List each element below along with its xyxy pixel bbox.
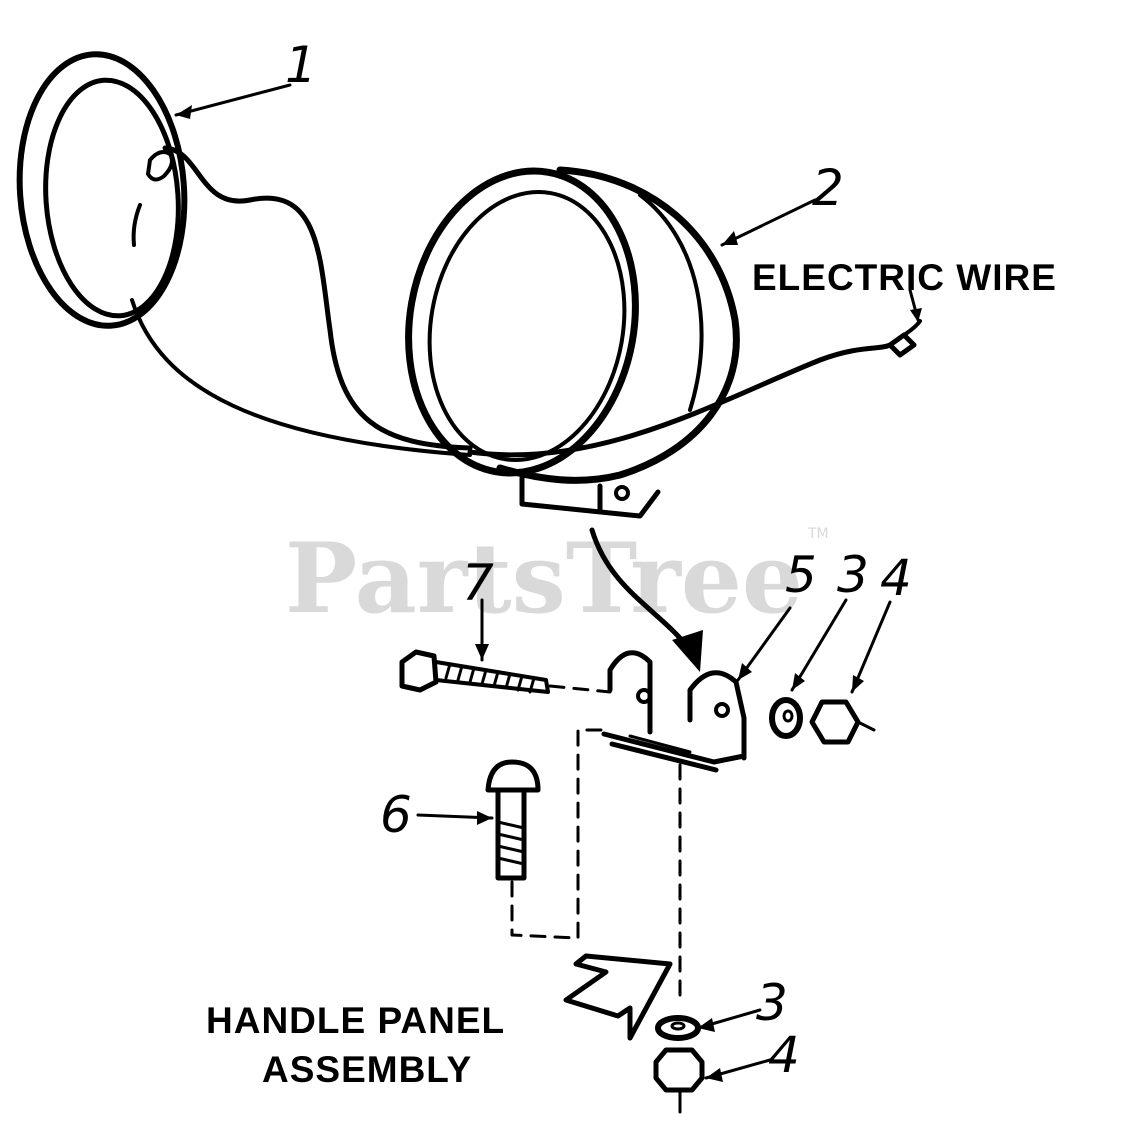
- handle-panel-pointer: [563, 953, 673, 1041]
- callout-3-upper: 3: [837, 546, 869, 604]
- watermark-trademark: TM: [807, 526, 829, 542]
- mounting-bracket[interactable]: [601, 650, 747, 773]
- lamp-wiring: [130, 145, 922, 458]
- label-handle-panel-line2: ASSEMBLY: [262, 1049, 472, 1090]
- label-electric-wire: ELECTRIC WIRE: [752, 257, 1057, 298]
- callout-6: 6: [380, 786, 412, 844]
- text-labels: ELECTRIC WIRE HANDLE PANEL ASSEMBLY: [206, 257, 1057, 1090]
- bolt[interactable]: [399, 649, 612, 694]
- watermark: PartsTree TM: [285, 522, 829, 635]
- callout-5: 5: [785, 546, 817, 604]
- nut-lower[interactable]: [653, 1047, 705, 1114]
- assembly-arrow: [589, 527, 703, 672]
- washer-upper[interactable]: [769, 697, 803, 739]
- nut-upper[interactable]: [809, 699, 876, 745]
- washer-lower[interactable]: [655, 1015, 701, 1041]
- lamp-housing[interactable]: [385, 153, 740, 519]
- callout-4-lower: 4: [768, 1026, 800, 1084]
- carriage-bolt[interactable]: [485, 728, 612, 940]
- watermark-text: PartsTree: [285, 522, 803, 635]
- callout-numbers: 1 2 7 5 3 4 6 3 4: [285, 36, 912, 1084]
- callout-3-lower: 3: [756, 974, 788, 1032]
- callout-1: 1: [285, 36, 317, 94]
- callout-4-upper: 4: [880, 549, 912, 607]
- label-handle-panel-line1: HANDLE PANEL: [206, 1000, 505, 1041]
- callout-2: 2: [812, 159, 844, 217]
- callout-7: 7: [462, 554, 494, 612]
- leader-lines: [174, 83, 922, 1082]
- lens-ring[interactable]: [11, 49, 194, 332]
